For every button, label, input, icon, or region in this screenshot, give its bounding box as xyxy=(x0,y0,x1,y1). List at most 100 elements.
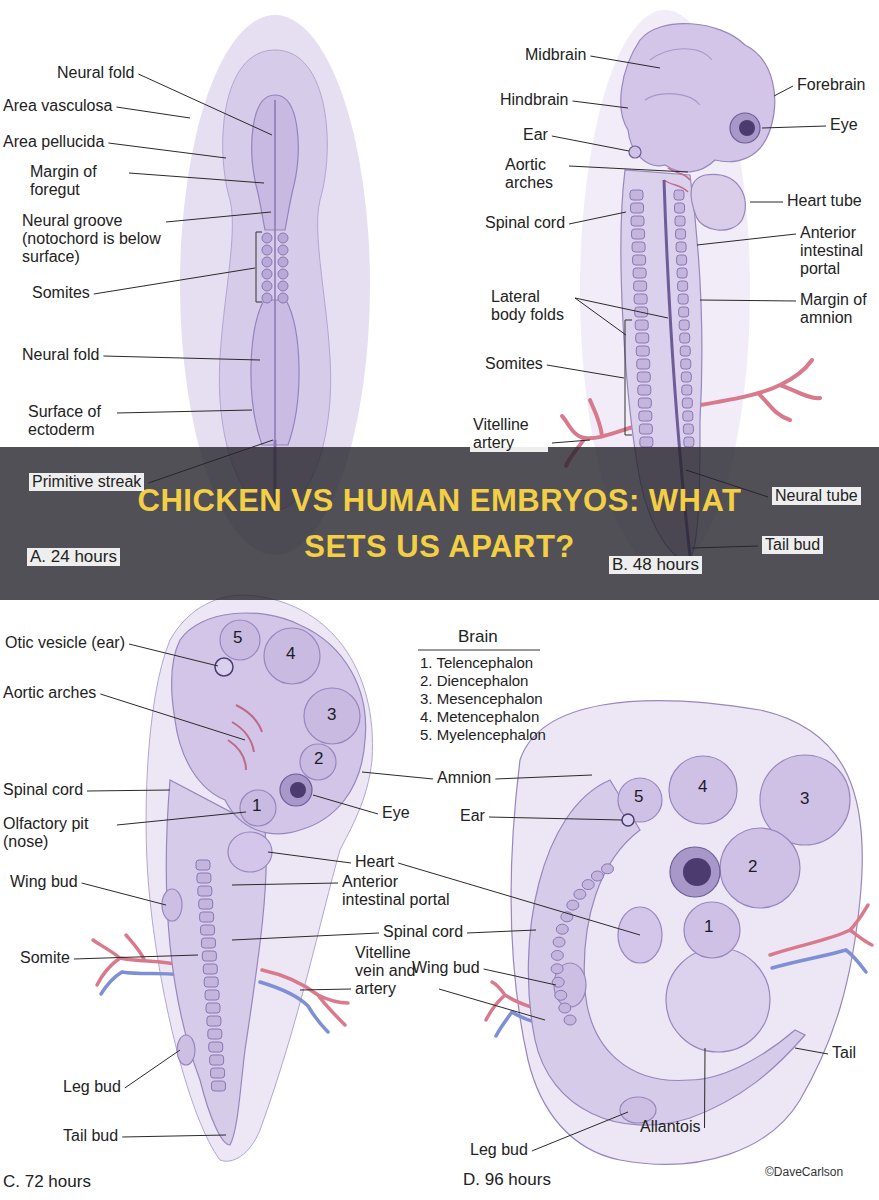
embryo-c-shape xyxy=(172,613,366,834)
somite-shape xyxy=(637,359,650,369)
somite-shape xyxy=(633,268,646,278)
part-label: Midbrain xyxy=(525,46,586,64)
part-label: Spinal cord xyxy=(383,923,463,941)
somite xyxy=(551,864,613,1025)
part-label: Area vasculosa xyxy=(3,97,112,115)
leader-line xyxy=(697,234,796,245)
leader-line xyxy=(750,202,783,203)
somite-shape xyxy=(552,977,564,987)
embryo-d-shape xyxy=(670,847,720,897)
embryo-c-shape xyxy=(264,628,320,684)
somite-shape xyxy=(684,437,694,447)
part-label: Olfactory pit (nose) xyxy=(3,815,113,851)
embryo-c-shape xyxy=(240,790,276,826)
somite-shape xyxy=(678,294,688,304)
somite-shape xyxy=(574,889,586,899)
somite-shape xyxy=(683,424,693,434)
embryo-d-shape xyxy=(772,950,866,972)
legend-heading: Brain xyxy=(458,628,498,646)
embryo-d-shape xyxy=(684,902,740,958)
somite-shape xyxy=(639,411,652,421)
part-label: Neural fold xyxy=(22,346,99,364)
somite-shape xyxy=(639,424,652,434)
somite xyxy=(262,233,288,303)
leader-line xyxy=(268,852,351,863)
leader-line xyxy=(467,930,536,933)
somite-shape xyxy=(591,871,603,881)
legend-item: 5. Myelencephalon xyxy=(420,726,546,744)
somite-shape xyxy=(209,1042,223,1052)
somite-shape xyxy=(567,900,579,910)
somite-shape xyxy=(631,203,644,213)
part-label: Allantois xyxy=(640,1118,700,1136)
part-label: Somites xyxy=(485,355,543,373)
somite xyxy=(630,190,694,447)
somite-shape xyxy=(208,1029,222,1039)
somite-shape xyxy=(207,1016,221,1026)
callout-number: 4 xyxy=(698,778,707,796)
somite-shape xyxy=(636,346,649,356)
embryo-d-shape xyxy=(511,701,862,1165)
embryo-d-shape xyxy=(666,948,770,1052)
somite-shape xyxy=(205,990,219,1000)
part-label: Spinal cord xyxy=(3,781,83,799)
somite-shape xyxy=(676,229,686,239)
stage-caption: D. 96 hours xyxy=(463,1171,551,1189)
embryo-c-shape xyxy=(146,595,372,1161)
part-label: Neural fold xyxy=(57,64,134,82)
somite-shape xyxy=(634,281,647,291)
leader-line xyxy=(762,126,826,128)
somite-shape xyxy=(638,385,651,395)
embryo-b-shape xyxy=(629,146,641,158)
embryo-d-shape xyxy=(669,756,737,824)
somite-shape xyxy=(636,333,649,343)
somite-shape xyxy=(632,229,645,239)
callout-number: 1 xyxy=(704,918,713,936)
part-label: Somites xyxy=(32,284,90,302)
embryo-b-shape xyxy=(625,320,632,435)
somite-shape xyxy=(200,912,214,922)
somite-shape xyxy=(201,938,215,948)
leader-line xyxy=(795,1048,828,1054)
somite-shape xyxy=(680,333,690,343)
somite-shape xyxy=(278,245,288,255)
part-label: Wing bud xyxy=(412,959,480,977)
somite-shape xyxy=(638,398,651,408)
part-label: Anterior intestinal portal xyxy=(342,873,462,909)
somite xyxy=(196,860,225,1091)
somite-shape xyxy=(551,950,563,960)
part-label: Ear xyxy=(523,126,548,144)
part-label: Otic vesicle (ear) xyxy=(5,634,125,652)
somite-shape xyxy=(559,1003,571,1013)
leader-line xyxy=(362,772,433,779)
legend-item: 2. Diencephalon xyxy=(420,672,528,690)
leader-line xyxy=(103,356,260,360)
callout-number: 2 xyxy=(314,750,323,768)
somite-shape xyxy=(262,293,272,303)
embryo-b-shape xyxy=(645,49,712,105)
somite-shape xyxy=(674,190,684,200)
somite-shape xyxy=(675,216,685,226)
part-label: Leg bud xyxy=(470,1141,528,1159)
somite-shape xyxy=(262,245,272,255)
callout-number: 3 xyxy=(327,706,336,724)
embryo-d-shape xyxy=(720,828,800,908)
somite-shape xyxy=(633,255,646,265)
part-label: Spinal cord xyxy=(485,214,565,232)
part-label: Tail bud xyxy=(762,536,823,554)
leader-line xyxy=(704,1048,706,1128)
embryo-c-shape xyxy=(300,744,336,780)
leader-line xyxy=(232,883,338,885)
part-label: Vitelline artery xyxy=(470,416,548,452)
embryo-d-shape xyxy=(683,858,711,886)
legend-item: 1. Telencephalon xyxy=(420,654,533,672)
leader-line xyxy=(108,143,226,158)
leader-line xyxy=(166,212,271,222)
embryo-a-shape xyxy=(274,100,276,440)
part-label: Ear xyxy=(460,807,485,825)
somite-shape xyxy=(206,1003,220,1013)
embryo-d-shape xyxy=(622,814,634,826)
somite-shape xyxy=(682,398,692,408)
